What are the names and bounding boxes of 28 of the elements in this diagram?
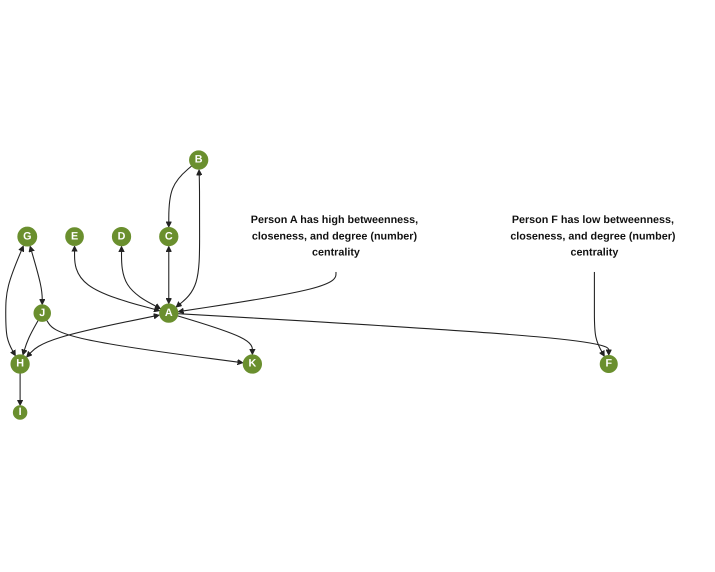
node-circle: H bbox=[10, 354, 30, 374]
node-circle: B bbox=[189, 150, 208, 170]
arrow bbox=[118, 246, 161, 310]
arrow bbox=[178, 316, 256, 356]
arrow bbox=[166, 166, 192, 228]
node-circle: E bbox=[65, 228, 84, 246]
node-circle: A bbox=[159, 304, 178, 324]
node-circle: J bbox=[34, 304, 51, 322]
arrow bbox=[594, 272, 605, 358]
arrow bbox=[71, 246, 160, 313]
arrow bbox=[178, 314, 612, 356]
arrow bbox=[46, 320, 244, 366]
node-circle: G bbox=[17, 227, 38, 247]
node-circle: F bbox=[600, 355, 618, 374]
arrow bbox=[28, 246, 46, 306]
node-circle: D bbox=[112, 227, 132, 247]
node-circle: I bbox=[12, 406, 28, 420]
node-text: Person F has low betweenness, closeness, and degree (number) centrality bbox=[510, 214, 676, 259]
arrow bbox=[5, 246, 24, 357]
node-circle: C bbox=[159, 227, 178, 247]
arrow bbox=[176, 170, 202, 308]
node-text: Person A has high betweenness, closeness, and degree (number) centrality bbox=[250, 214, 418, 259]
arrow bbox=[26, 313, 160, 358]
arrow bbox=[16, 374, 24, 406]
arrow bbox=[166, 246, 172, 305]
arrow bbox=[178, 272, 337, 314]
node-circle: K bbox=[242, 354, 262, 374]
arrow bbox=[21, 320, 39, 356]
